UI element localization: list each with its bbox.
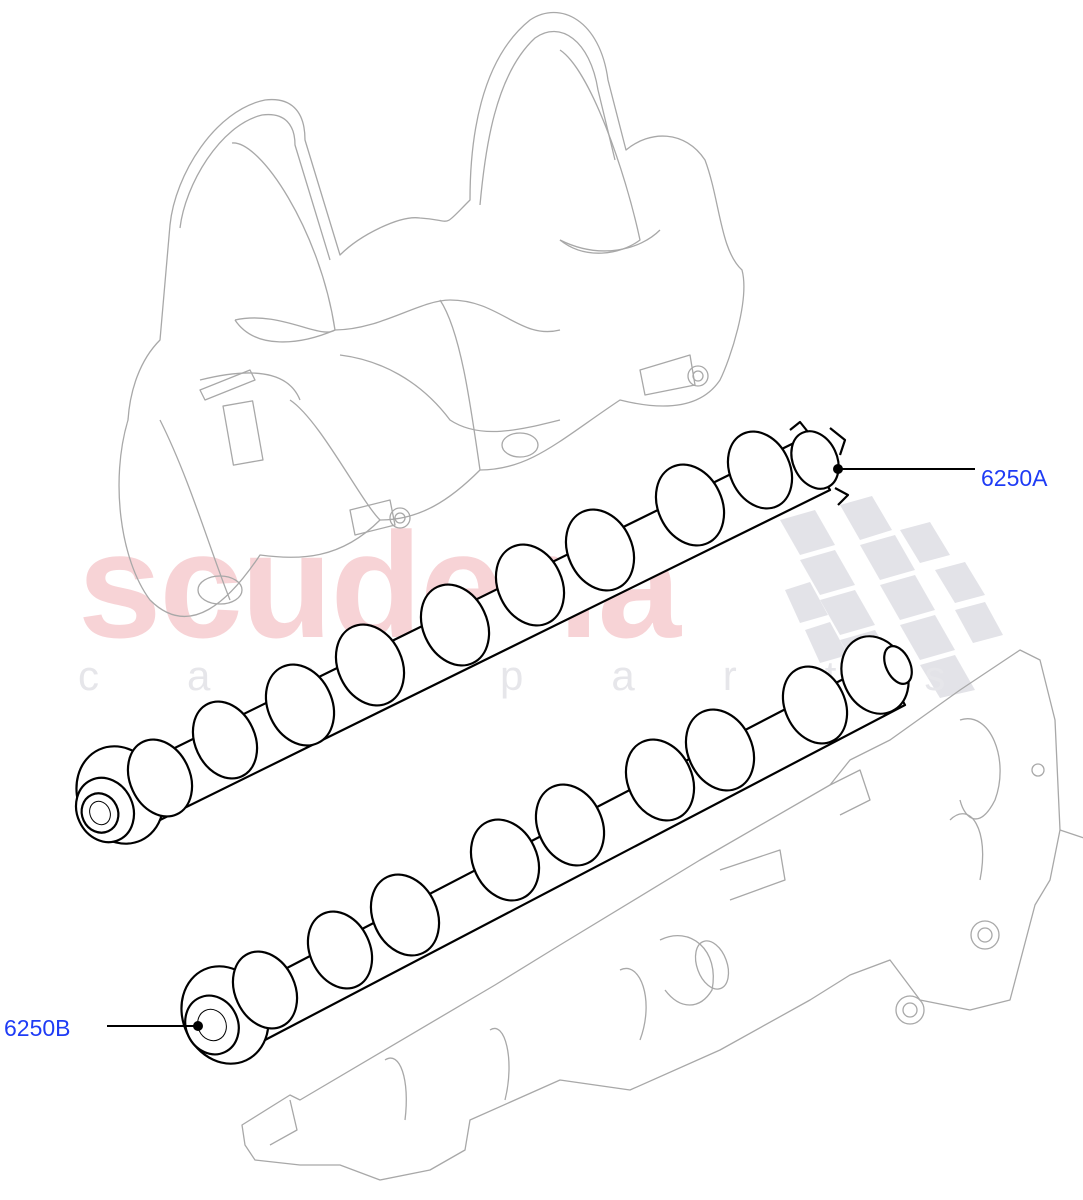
leader-dot-6250b bbox=[193, 1021, 203, 1031]
callout-6250b[interactable]: 6250B bbox=[4, 1015, 71, 1041]
callout-6250a[interactable]: 6250A bbox=[981, 465, 1048, 491]
leader-dot-6250a bbox=[833, 464, 843, 474]
